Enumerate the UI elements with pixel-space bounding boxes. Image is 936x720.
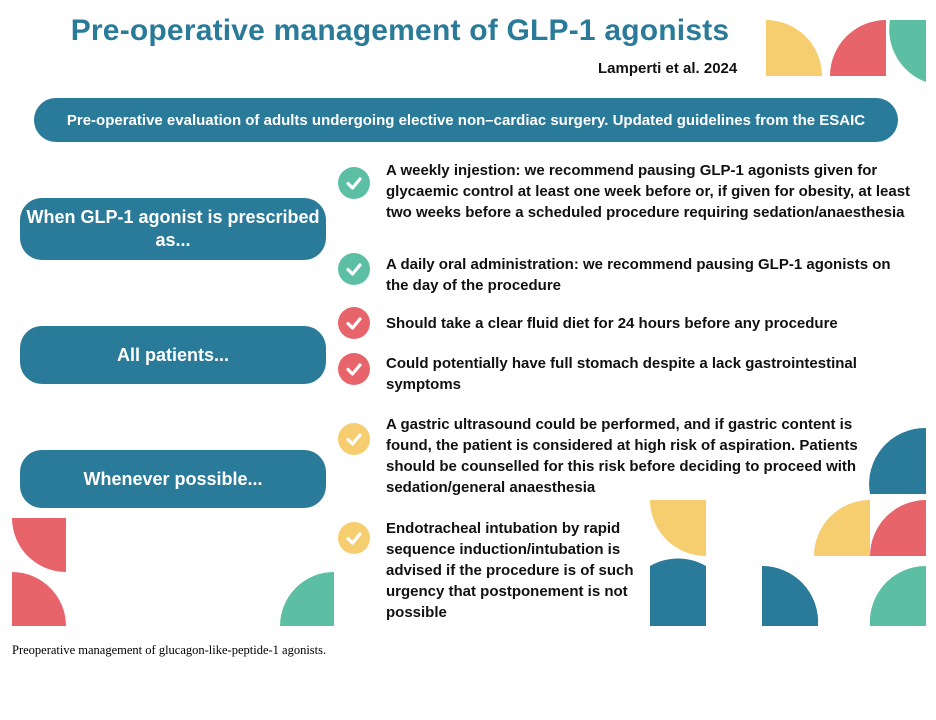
section-label-text: When GLP-1 agonist is prescribed as... [26,207,320,250]
decorative-shapes-top-right [766,20,926,82]
check-circle-icon [338,307,370,339]
section-label-text: Whenever possible... [83,468,263,489]
guideline-banner-text: Pre-operative evaluation of adults under… [66,111,866,129]
check-circle-icon [338,253,370,285]
section-label-text: All patients... [116,344,230,365]
check-circle-icon [338,522,370,554]
recommendation-item: Should take a clear fluid diet for 24 ho… [386,315,838,332]
check-circle-icon [338,353,370,385]
check-circle-icon [338,423,370,455]
recommendation-item: Endotracheal intubation by rapid sequenc… [386,520,634,621]
decorative-shapes-bottom-right [650,427,926,626]
guideline-banner: Pre-operative evaluation of adults under… [34,98,898,142]
recommendation-item: A weekly injestion: we recommend pausing… [386,162,911,221]
decorative-shapes-bottom-left [12,518,334,626]
section-label-all-patients: All patients... [20,326,326,384]
citation: Lamperti et al. 2024 [598,60,738,77]
section-label-whenever-possible: Whenever possible... [20,450,326,508]
recommendation-item: A gastric ultrasound could be performed,… [386,416,858,496]
recommendation-item: Could potentially have full stomach desp… [386,355,857,393]
recommendation-item: A daily oral administration: we recommen… [386,256,891,294]
section-label-prescribed: When GLP-1 agonist is prescribed as... [20,198,326,260]
check-circle-icon [338,167,370,199]
page-title: Pre-operative management of GLP-1 agonis… [70,14,730,47]
figure-caption: Preoperative management of glucagon-like… [12,643,327,657]
